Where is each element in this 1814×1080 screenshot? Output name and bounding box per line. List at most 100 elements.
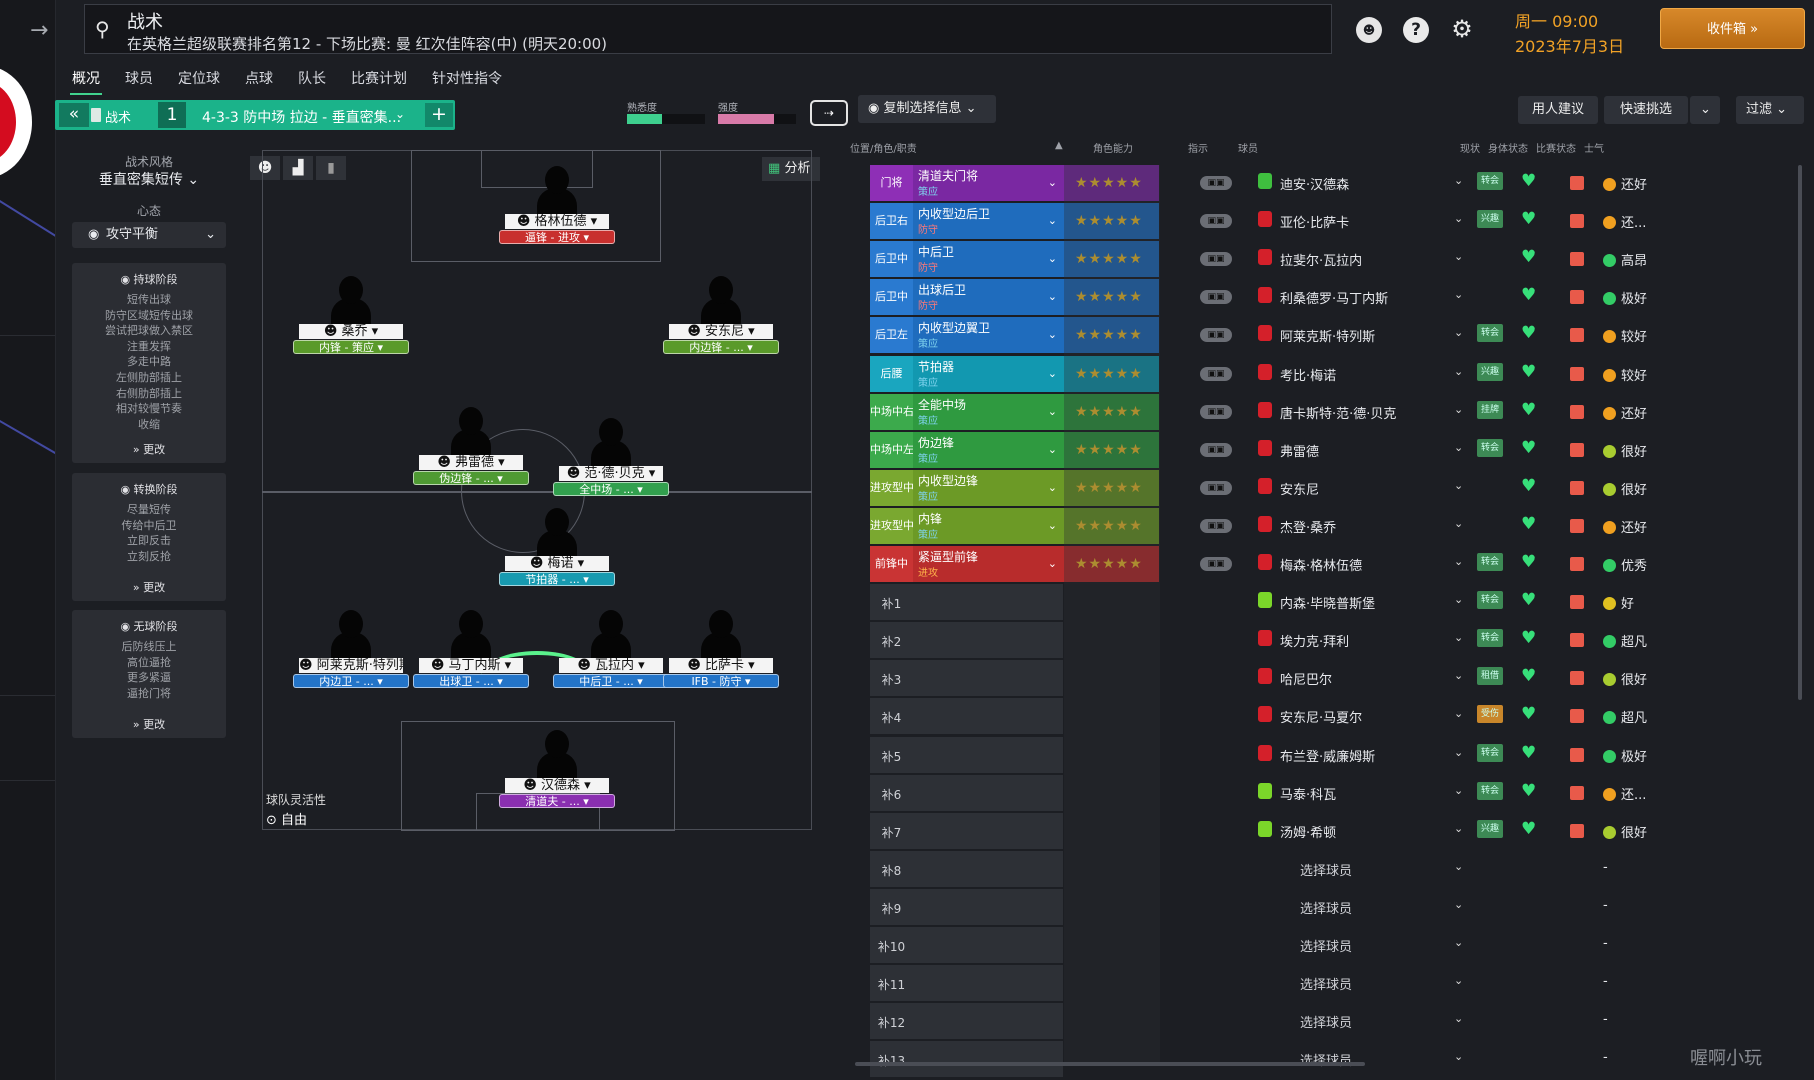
player-name[interactable]: 亚伦·比萨卡 [1280, 216, 1350, 232]
table-row[interactable]: 中场中右全能中场策应⌄★★★★★▣▣唐卡斯特·范·德·贝克⌄挂牌♥还好 [870, 393, 1800, 431]
player-marker[interactable]: ☻ 汉德森 ▾清道夫 - ... ▾ [495, 730, 619, 810]
role-cell[interactable]: 内锋策应⌄ [913, 507, 1063, 544]
forward-arrow-icon[interactable]: → [30, 18, 49, 43]
role-cell[interactable]: 中后卫防守⌄ [913, 241, 1063, 278]
instructions-toggle-icon[interactable]: ▣▣ [1200, 518, 1232, 533]
chevron-down-icon[interactable]: ⌄ [1454, 1050, 1464, 1064]
stats-view-icon[interactable]: ▟ [283, 156, 313, 180]
chevron-down-icon[interactable]: ⌄ [1454, 974, 1464, 988]
player-marker[interactable]: ☻ 瓦拉内 ▾中后卫 - ... ▾ [549, 610, 673, 690]
player-marker[interactable]: ☻ 比萨卡 ▾IFB - 防守 ▾ [659, 610, 783, 690]
instructions-toggle-icon[interactable]: ▣▣ [1200, 442, 1232, 457]
chevron-down-icon[interactable]: ⌄ [1454, 897, 1464, 911]
mentality-dropdown[interactable]: ◉攻守平衡⌄ [72, 222, 226, 248]
player-name[interactable]: 埃力克·拜利 [1280, 635, 1350, 651]
quick-pick-button[interactable]: 快速挑选 [1604, 96, 1688, 124]
change-button[interactable]: » 更改 [72, 441, 226, 457]
chevron-down-icon[interactable]: ⌄ [395, 107, 406, 121]
chevron-down-icon[interactable]: ⌄ [1454, 555, 1464, 568]
player-role[interactable]: 中后卫 - ... ▾ [553, 674, 669, 688]
player-name[interactable]: 选择球员 [1300, 1016, 1353, 1032]
tab-opposition-instructions[interactable]: 针对性指令 [432, 71, 502, 87]
tactic-slot-number[interactable]: 1 [158, 102, 186, 128]
player-name[interactable]: 杰登·桑乔 [1280, 520, 1337, 536]
role-cell[interactable]: 内收型边锋策应⌄ [913, 469, 1063, 506]
position-cell[interactable]: 后腰 [870, 355, 913, 392]
position-cell[interactable]: 后卫中 [870, 279, 913, 316]
col-header-fitness[interactable]: 身体状态 [1488, 144, 1528, 155]
player-avatar-icon[interactable]: ☻ [1356, 17, 1382, 43]
col-header-instructions[interactable]: 指示 [1188, 144, 1208, 155]
col-header-position[interactable]: 位置/角色/职责 [850, 144, 917, 155]
chevron-down-icon[interactable]: ⌄ [1454, 516, 1464, 530]
chevron-down-icon[interactable]: ⌄ [1454, 707, 1464, 721]
player-role[interactable]: IFB - 防守 ▾ [663, 674, 779, 688]
table-row[interactable]: 中场中左伪边锋策应⌄★★★★★▣▣弗雷德⌄转会♥很好 [870, 431, 1800, 469]
player-name[interactable]: 布兰登·威廉姆斯 [1280, 749, 1376, 765]
chevron-down-icon[interactable]: ⌄ [1454, 212, 1464, 226]
player-name[interactable]: 汤姆·希顿 [1280, 825, 1337, 841]
role-cell[interactable]: 出球后卫防守⌄ [913, 279, 1063, 316]
col-header-ability[interactable]: 角色能力 [1093, 144, 1133, 155]
change-button[interactable]: » 更改 [72, 579, 226, 595]
tab-captains[interactable]: 队长 [298, 71, 326, 87]
chevron-down-icon[interactable]: ⌄ [1454, 1012, 1464, 1026]
player-name[interactable]: 选择球员 [1300, 863, 1353, 879]
instructions-toggle-icon[interactable]: ▣▣ [1200, 366, 1232, 381]
role-cell[interactable]: 清道夫门将策应⌄ [913, 165, 1063, 201]
player-role[interactable]: 全中场 - ... ▾ [553, 482, 669, 496]
player-name[interactable]: 利桑德罗·马丁内斯 [1280, 292, 1389, 308]
chevron-down-icon[interactable]: ⌄ [1454, 478, 1464, 492]
chevron-down-icon[interactable]: ⌄ [1454, 250, 1464, 264]
intensity-meter[interactable] [718, 114, 796, 124]
vertical-scrollbar[interactable] [1798, 165, 1802, 700]
role-cell[interactable]: 节拍器策应⌄ [913, 355, 1063, 392]
player-role[interactable]: 伪边锋 - ... ▾ [413, 471, 529, 485]
player-name[interactable]: 内森·毕晓普斯堡 [1280, 597, 1376, 613]
tab-set-pieces[interactable]: 点球 [245, 71, 273, 87]
player-role[interactable]: 内边锋 - ... ▾ [663, 340, 779, 354]
player-name[interactable]: 选择球员 [1300, 901, 1353, 917]
fluidity-value[interactable]: ⊙ 自由 [266, 809, 307, 828]
horizontal-scrollbar[interactable] [855, 1062, 1365, 1066]
position-cell[interactable]: 中场中右 [870, 393, 913, 430]
instructions-toggle-icon[interactable]: ▣▣ [1200, 214, 1232, 229]
col-header-match-fitness[interactable]: 比赛状态 [1536, 144, 1576, 155]
board-view-icon[interactable]: ▮ [316, 156, 346, 180]
player-marker[interactable]: ☻ 阿莱克斯·特列斯 ▾内边卫 - ... ▾ [289, 610, 413, 690]
role-cell[interactable]: 内收型边后卫防守⌄ [913, 203, 1063, 240]
player-name[interactable]: 阿莱克斯·特列斯 [1280, 330, 1376, 346]
table-row[interactable]: 门将清道夫门将策应⌄★★★★★▣▣迪安·汉德森⌄转会♥还好 [870, 164, 1800, 202]
style-dropdown[interactable]: 垂直密集短传 ⌄ [72, 169, 226, 189]
col-header-morale[interactable]: 士气 [1584, 144, 1604, 155]
table-row[interactable]: 前锋中紧逼型前锋进攻⌄★★★★★▣▣梅森·格林伍德⌄转会♥优秀 [870, 545, 1800, 583]
chevron-down-icon[interactable]: ⌄ [1454, 936, 1464, 949]
player-marker[interactable]: ☻ 马丁内斯 ▾出球卫 - ... ▾ [409, 610, 533, 690]
table-row[interactable]: 后卫中中后卫防守⌄★★★★★▣▣拉斐尔·瓦拉内⌄♥高昂 [870, 240, 1800, 278]
chevron-down-icon[interactable]: ⌄ [1454, 440, 1464, 454]
instructions-toggle-icon[interactable]: ▣▣ [1200, 404, 1232, 419]
player-name[interactable]: 选择球员 [1300, 1050, 1352, 1069]
table-row[interactable]: 后卫右内收型边后卫防守⌄★★★★★▣▣亚伦·比萨卡⌄兴趣♥还... [870, 202, 1800, 240]
player-name[interactable]: 选择球员 [1300, 940, 1353, 955]
player-name[interactable]: 梅森·格林伍德 [1280, 559, 1363, 574]
player-name[interactable]: 唐卡斯特·范·德·贝克 [1280, 406, 1397, 422]
help-icon[interactable]: ? [1403, 17, 1429, 43]
position-cell[interactable]: 后卫左 [870, 317, 913, 354]
chevron-down-icon[interactable]: ⌄ [1454, 174, 1464, 187]
role-cell[interactable]: 内收型边翼卫策应⌄ [913, 317, 1063, 354]
sort-arrow-icon[interactable]: ▲ [1055, 140, 1063, 151]
role-cell[interactable]: 伪边锋策应⌄ [913, 431, 1063, 468]
player-name[interactable]: 哈尼巴尔 [1280, 673, 1333, 689]
col-header-form[interactable]: 现状 [1460, 144, 1480, 155]
filter-dropdown[interactable]: 过滤 ⌄ [1736, 96, 1804, 124]
chevron-down-icon[interactable]: ⌄ [1454, 859, 1464, 873]
role-cell[interactable]: 紧逼型前锋进攻⌄ [913, 546, 1063, 582]
